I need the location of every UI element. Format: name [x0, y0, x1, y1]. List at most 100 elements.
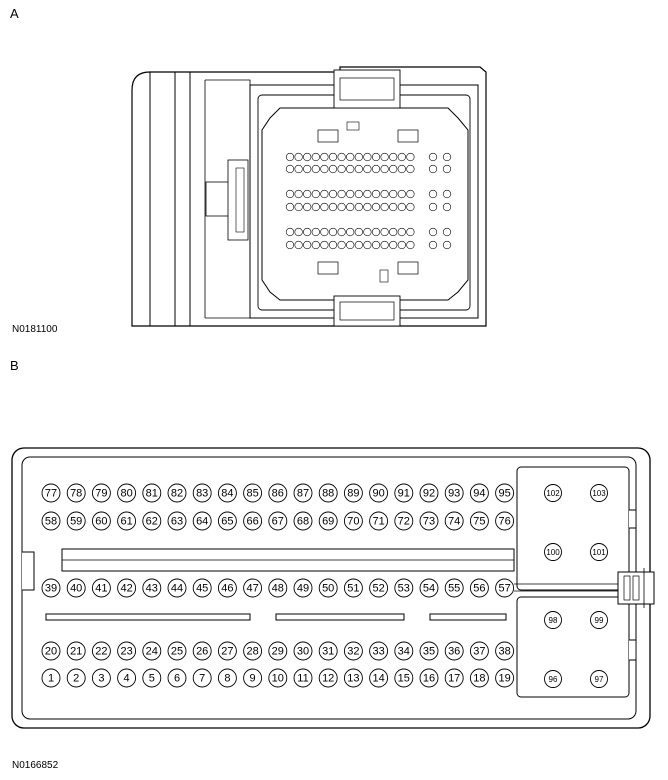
- svg-text:66: 66: [246, 516, 258, 528]
- mini-pin: [285, 189, 295, 199]
- mini-pin: [389, 227, 398, 237]
- svg-text:53: 53: [398, 583, 410, 595]
- mini-pin: [397, 240, 406, 250]
- pin-46: 46: [217, 578, 237, 598]
- mini-pin: [442, 152, 452, 162]
- svg-text:60: 60: [95, 516, 107, 528]
- svg-text:72: 72: [398, 516, 410, 528]
- pin-6: 6: [167, 668, 187, 688]
- mini-pin: [320, 152, 329, 162]
- pin-85: 85: [243, 483, 263, 503]
- mini-pin: [303, 189, 312, 199]
- mini-pin: [311, 189, 320, 199]
- mini-pin: [346, 164, 355, 174]
- pin-67: 67: [268, 511, 288, 531]
- mini-pin: [406, 202, 415, 212]
- svg-text:25: 25: [171, 646, 183, 658]
- mini-pin: [328, 227, 338, 237]
- pin-21: 21: [66, 641, 86, 661]
- svg-text:1: 1: [48, 673, 54, 685]
- mini-pin: [294, 189, 303, 199]
- pin-59: 59: [66, 511, 86, 531]
- svg-text:27: 27: [221, 646, 233, 658]
- pin-54: 54: [419, 578, 439, 598]
- mini-pin: [311, 202, 320, 212]
- mini-pin: [303, 164, 312, 174]
- mini-pin: [285, 202, 295, 212]
- mini-pin: [389, 189, 398, 199]
- pin-74: 74: [444, 511, 464, 531]
- pin-16: 16: [419, 668, 439, 688]
- svg-text:62: 62: [146, 516, 158, 528]
- svg-text:30: 30: [297, 646, 309, 658]
- pin-25: 25: [167, 641, 187, 661]
- svg-text:47: 47: [246, 583, 258, 595]
- mini-pin: [397, 202, 406, 212]
- mini-pin: [354, 240, 363, 250]
- svg-text:14: 14: [372, 673, 384, 685]
- svg-text:71: 71: [372, 516, 384, 528]
- pin-79: 79: [91, 483, 111, 503]
- svg-text:20: 20: [45, 646, 57, 658]
- mini-pin: [428, 240, 438, 250]
- svg-text:43: 43: [146, 583, 158, 595]
- pin-56: 56: [469, 578, 489, 598]
- svg-text:9: 9: [250, 673, 256, 685]
- mini-pin: [328, 189, 338, 199]
- svg-text:32: 32: [347, 646, 359, 658]
- pin-97: 97: [590, 670, 608, 688]
- svg-text:24: 24: [146, 646, 158, 658]
- pin-69: 69: [318, 511, 338, 531]
- pin-33: 33: [369, 641, 389, 661]
- svg-text:3: 3: [98, 673, 104, 685]
- pin-1: 1: [41, 668, 61, 688]
- pin-34: 34: [394, 641, 414, 661]
- pin-103: 103: [590, 484, 608, 502]
- pin-81: 81: [142, 483, 162, 503]
- svg-text:7: 7: [199, 673, 205, 685]
- pin-68: 68: [293, 511, 313, 531]
- svg-text:5: 5: [149, 673, 155, 685]
- mini-pin: [406, 227, 415, 237]
- pin-73: 73: [419, 511, 439, 531]
- pin-50: 50: [318, 578, 338, 598]
- svg-text:88: 88: [322, 488, 334, 500]
- pin-42: 42: [117, 578, 137, 598]
- svg-text:12: 12: [322, 673, 334, 685]
- mini-pin: [371, 240, 381, 250]
- pin-40: 40: [66, 578, 86, 598]
- svg-text:11: 11: [297, 673, 308, 685]
- svg-text:86: 86: [272, 488, 284, 500]
- pin-37: 37: [469, 641, 489, 661]
- mini-pin: [346, 240, 355, 250]
- svg-text:99: 99: [595, 616, 604, 625]
- pin-20: 20: [41, 641, 61, 661]
- svg-text:6: 6: [174, 673, 180, 685]
- svg-text:79: 79: [95, 488, 107, 500]
- pin-10: 10: [268, 668, 288, 688]
- svg-text:61: 61: [120, 516, 132, 528]
- mini-pin: [354, 164, 363, 174]
- svg-text:91: 91: [398, 488, 410, 500]
- svg-text:58: 58: [45, 516, 57, 528]
- mini-pin: [337, 227, 346, 237]
- pin-31: 31: [318, 641, 338, 661]
- mini-pin: [320, 164, 329, 174]
- pin-27: 27: [217, 641, 237, 661]
- pin-82: 82: [167, 483, 187, 503]
- pin-4: 4: [117, 668, 137, 688]
- connector-view-a: [131, 66, 487, 327]
- mini-pin: [294, 202, 303, 212]
- mini-pin: [428, 202, 438, 212]
- svg-text:96: 96: [549, 675, 558, 684]
- mini-pin: [303, 227, 312, 237]
- mini-pin: [294, 240, 303, 250]
- mini-pin: [380, 240, 389, 250]
- svg-text:54: 54: [423, 583, 435, 595]
- pin-19: 19: [495, 668, 515, 688]
- mini-pin: [354, 227, 363, 237]
- svg-text:42: 42: [120, 583, 132, 595]
- svg-text:33: 33: [372, 646, 384, 658]
- mini-pin: [328, 240, 338, 250]
